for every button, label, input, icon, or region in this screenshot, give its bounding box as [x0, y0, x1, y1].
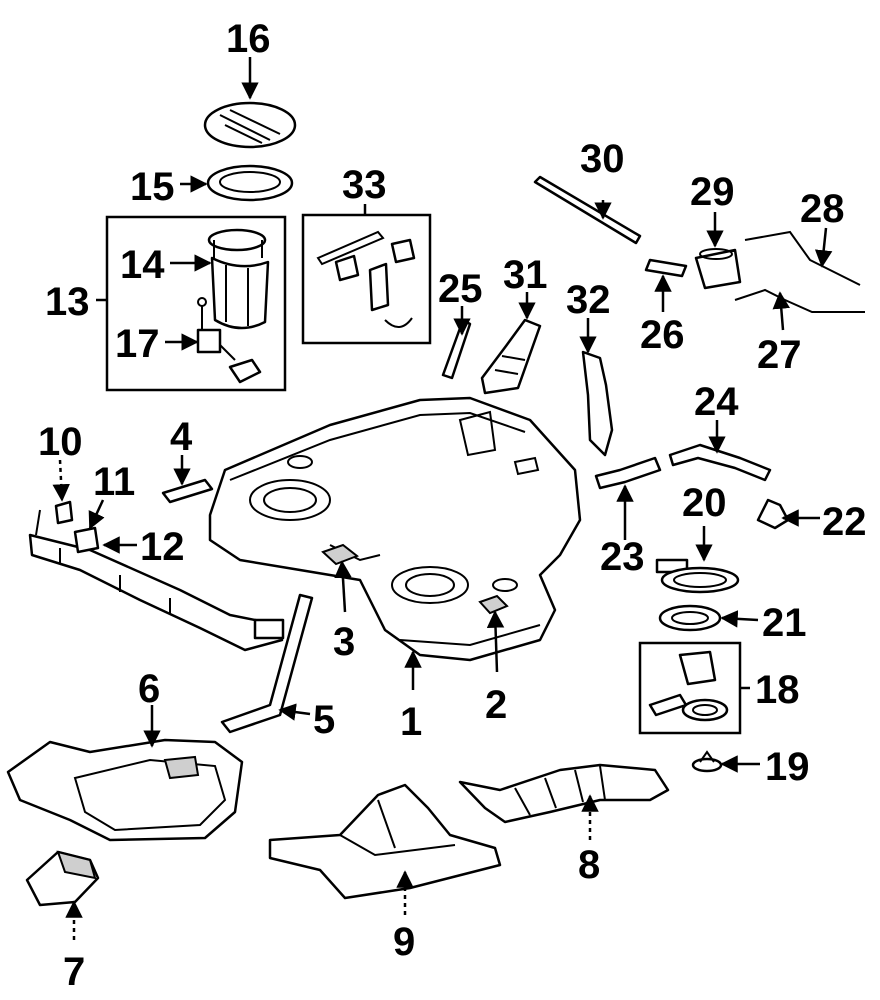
filler-pipe [220, 593, 314, 734]
fuel-line-assembly [28, 509, 285, 652]
hardware-kit-box [301, 213, 432, 345]
clip-26 [644, 258, 688, 278]
callout-21: 21 [762, 601, 807, 645]
callout-14: 14 [120, 243, 165, 287]
hose-24 [668, 443, 772, 482]
callout-5: 5 [313, 698, 335, 742]
bracket-2 [478, 594, 509, 615]
pump-module-box [105, 215, 287, 392]
callout-13: 13 [45, 280, 90, 324]
rear-shield-8 [458, 763, 670, 824]
callout-31: 31 [503, 253, 548, 297]
cap-19 [691, 750, 723, 773]
sub-pump-20 [655, 558, 740, 594]
fuel-filter [73, 526, 100, 554]
callout-7: 7 [63, 950, 85, 994]
heat-shield-4 [161, 478, 214, 504]
gasket-21 [658, 604, 722, 632]
vent-tube-25 [441, 318, 472, 380]
callout-28: 28 [800, 187, 845, 231]
callout-1: 1 [400, 700, 422, 744]
callout-26: 26 [640, 313, 685, 357]
cap-22 [756, 498, 790, 530]
callout-20: 20 [682, 481, 727, 525]
callout-10: 10 [38, 420, 83, 464]
callout-32: 32 [566, 278, 611, 322]
callout-29: 29 [690, 170, 735, 214]
bracket-32 [581, 350, 614, 457]
valve-31 [480, 318, 542, 395]
canister-29 [694, 248, 742, 290]
callout-22: 22 [822, 500, 867, 544]
callout-numbers: 1 2 3 4 5 6 7 8 9 10 11 12 13 14 15 16 1… [38, 17, 867, 994]
fuel-pump-assembly [207, 228, 270, 330]
callout-3: 3 [333, 620, 355, 664]
callout-4: 4 [170, 415, 193, 459]
callout-8: 8 [578, 843, 600, 887]
floor-shield-9 [268, 783, 502, 900]
callout-25: 25 [438, 267, 483, 311]
pipe-28 [744, 230, 861, 286]
leader-lines [52, 57, 833, 940]
sub-pump-kit [648, 650, 729, 722]
callout-30: 30 [580, 137, 625, 181]
lower-shield-6 [6, 738, 244, 842]
callout-6: 6 [138, 667, 160, 711]
fuel-tank [208, 396, 582, 662]
hose-23 [594, 456, 662, 490]
gasket [206, 164, 294, 202]
fuel-level-sender [196, 297, 262, 384]
hardware-kit [316, 230, 416, 328]
tube-30 [533, 175, 642, 245]
bracket-7 [25, 850, 100, 907]
callout-18: 18 [755, 668, 800, 712]
bracket-3 [321, 543, 360, 566]
callout-15: 15 [130, 165, 175, 209]
callout-24: 24 [694, 380, 739, 424]
callout-16: 16 [226, 17, 271, 61]
lock-ring [203, 101, 297, 149]
callout-11: 11 [93, 460, 135, 504]
callout-12: 12 [140, 525, 185, 569]
callout-33: 33 [342, 163, 387, 207]
callout-9: 9 [393, 920, 415, 964]
callout-17: 17 [115, 322, 160, 366]
callout-27: 27 [757, 333, 802, 377]
callout-23: 23 [600, 535, 645, 579]
sender-unit [54, 500, 74, 525]
callout-19: 19 [765, 745, 810, 789]
pipe-27 [734, 288, 865, 313]
callout-2: 2 [485, 683, 507, 727]
